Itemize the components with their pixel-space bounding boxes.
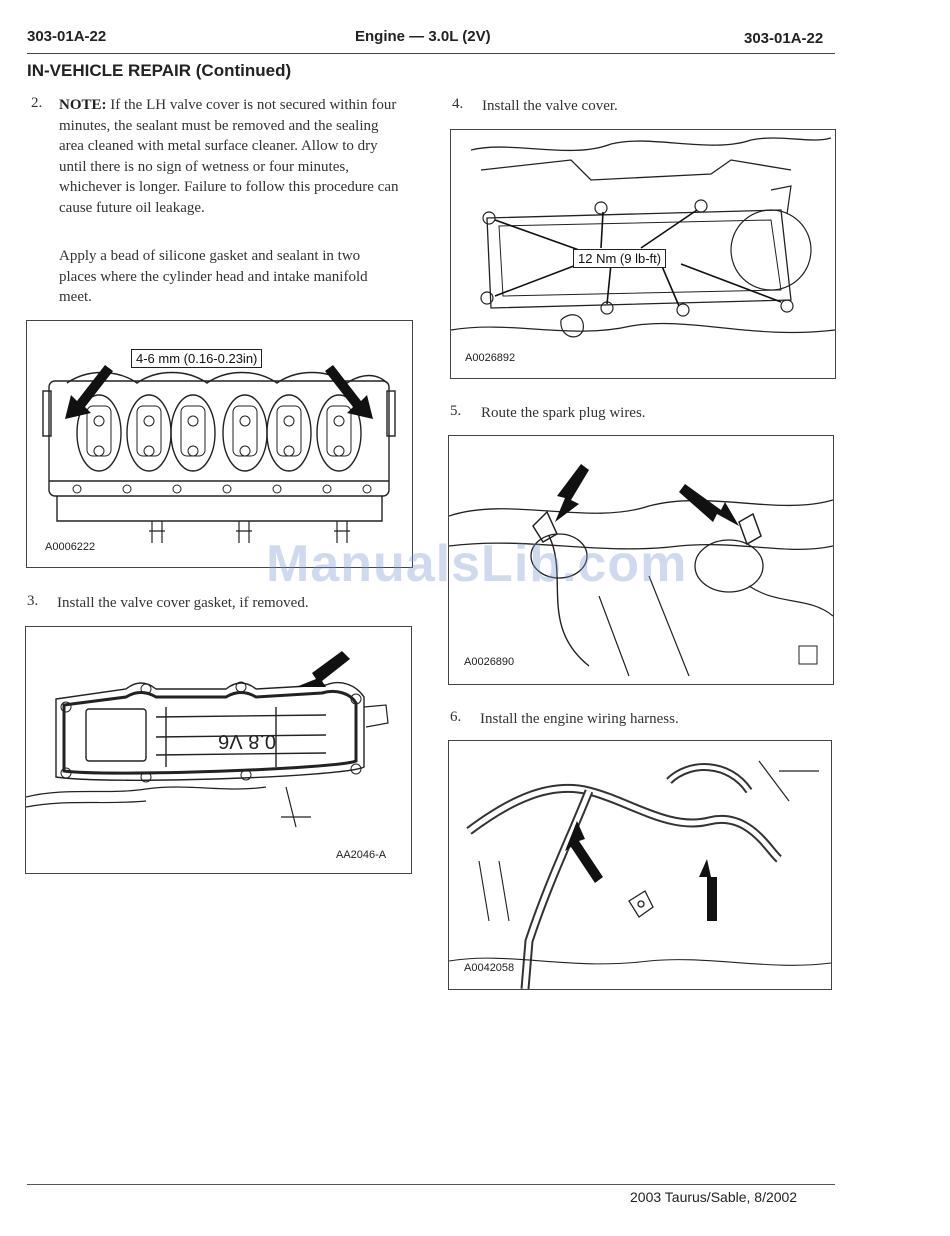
step-number: 2. (31, 95, 43, 111)
header-right-code: 303-01A-22 (744, 30, 824, 47)
figure-1-callout: 4-6 mm (0.16-0.23in) (131, 349, 263, 368)
spark-plug-wires-illustration (449, 464, 833, 677)
figure-2-id: AA2046-A (336, 849, 387, 861)
valve-cover-install-illustration (451, 137, 835, 338)
svg-text:0.8 V6: 0.8 V6 (218, 730, 276, 752)
footer-rule (27, 1184, 835, 1185)
step-2-note: NOTE: If the LH valve cover is not secur… (59, 95, 399, 219)
step-2-instruction: Apply a bead of silicone gasket and seal… (59, 248, 368, 306)
step-number: 5. (450, 403, 462, 419)
figure-cylinder-head: 4-6 mm (0.16-0.23in) A0006222 (26, 320, 413, 568)
note-text: If the LH valve cover is not secured wit… (59, 97, 399, 216)
step-6-text: Install the engine wiring harness. (480, 711, 679, 727)
note-label: NOTE: (59, 97, 107, 113)
figure-valve-cover-gasket: 0.8 V6 AA2046-A (25, 626, 412, 874)
figure-3-callout: 12 Nm (9 lb-ft) (573, 249, 667, 268)
step-number: 6. (450, 709, 462, 725)
valve-cover-gasket-illustration: 0.8 V6 (26, 651, 389, 828)
header-rule (27, 53, 835, 54)
header-left-code: 303-01A-22 (27, 28, 107, 45)
header-title: Engine — 3.0L (2V) (355, 28, 491, 45)
figure-1-id: A0006222 (45, 541, 96, 553)
step-number: 3. (27, 593, 39, 609)
section-title: IN-VEHICLE REPAIR (Continued) (27, 61, 292, 80)
watermark: ManualsLib.com (266, 535, 688, 593)
figure-valve-cover-install: 12 Nm (9 lb-ft) A0026892 (450, 129, 836, 379)
cylinder-head-illustration (42, 365, 396, 543)
step-5-text: Route the spark plug wires. (481, 405, 646, 421)
figure-3-id: A0026892 (465, 352, 516, 364)
figure-4-id: A0026890 (464, 656, 515, 668)
step-4-text: Install the valve cover. (482, 98, 618, 114)
footer-text: 2003 Taurus/Sable, 8/2002 (630, 1189, 798, 1205)
figure-spark-plug-wires: A0026890 (448, 435, 834, 685)
figure-5-id: A0042058 (464, 962, 515, 974)
step-number: 4. (452, 96, 464, 112)
wiring-harness-illustration (449, 760, 831, 989)
step-3-text: Install the valve cover gasket, if remov… (57, 595, 309, 611)
figure-wiring-harness: A0042058 (448, 740, 832, 990)
